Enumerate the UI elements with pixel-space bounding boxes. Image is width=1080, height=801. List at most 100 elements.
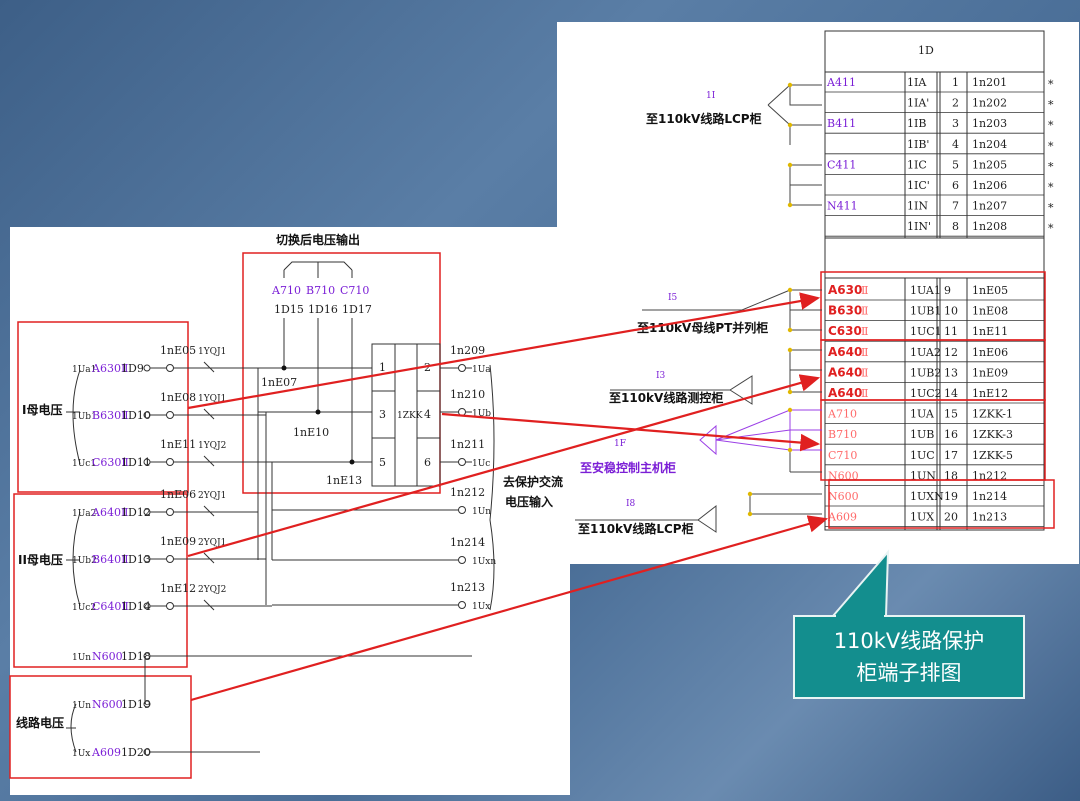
node-marker (458, 601, 466, 609)
switch-pin: 3 (379, 408, 386, 421)
cable-tag: 1I (706, 91, 716, 101)
table-name: 1UA1 (910, 284, 941, 297)
table-term: 1n202 (972, 97, 1007, 110)
table-mark: * (1048, 78, 1054, 91)
table-num: 16 (944, 428, 958, 441)
bus-terminal: 1D12 (121, 506, 151, 519)
table-term: 1n212 (972, 469, 1007, 482)
table-name: 1UB2 (910, 366, 941, 379)
table-name: 1IN' (907, 220, 931, 233)
node-marker (166, 364, 174, 372)
table-term: 1nE09 (972, 366, 1008, 379)
bus-relay: 2YQJ2 (198, 585, 226, 595)
table-name: 1UXN (910, 490, 944, 503)
table-num: 13 (944, 366, 958, 379)
table-term: 1n201 (972, 76, 1007, 89)
table-num: 10 (944, 305, 958, 318)
out-node: 1n214 (450, 536, 485, 549)
table-wire: A640 (828, 345, 862, 359)
table-wire-suffix: Ⅱ (861, 366, 868, 379)
out-label: 1Uc (472, 459, 490, 469)
svg-text:C710: C710 (340, 284, 369, 297)
table-name: 1IN (907, 200, 928, 213)
table-name: 1UN (910, 469, 936, 482)
bus-phase: 1Ub1 (72, 412, 97, 422)
table-mark: * (1048, 119, 1054, 132)
terminal-block-header: 1D (918, 44, 934, 57)
svg-text:A710: A710 (271, 284, 301, 297)
cable-label: 至110kV线路LCP柜 (578, 521, 694, 536)
bus-wire: B640Ⅱ (92, 553, 129, 566)
table-num: 6 (952, 179, 959, 192)
table-name: 1UB1 (910, 305, 941, 318)
table-wire: B630 (828, 304, 862, 318)
table-term: 1nE06 (972, 346, 1008, 359)
table-mark: * (1048, 202, 1054, 215)
terminal-circle (143, 364, 151, 372)
table-term: 1n214 (972, 490, 1007, 503)
connection-arrows (187, 292, 829, 702)
bus-terminal: 1D19 (121, 698, 151, 711)
node-marker (166, 458, 174, 466)
switch-node: 1nE07 (261, 376, 297, 389)
table-term: 1ZKK-3 (972, 428, 1013, 441)
cable-label: 至110kV线路测控柜 (609, 390, 723, 405)
table-name: 1UC2 (910, 387, 942, 400)
bus-phase: 1Ua2 (72, 509, 96, 519)
table-num: 2 (952, 97, 959, 110)
table-wire: C710 (828, 449, 857, 462)
switch-wiring (258, 261, 495, 611)
bus-relay: 1YQJ2 (198, 441, 226, 451)
terminal-circle (143, 700, 151, 708)
switch-output-title: 切换后电压输出 (276, 232, 360, 247)
bus-relay: 2YQJ1 (198, 538, 226, 548)
svg-text:1D16: 1D16 (308, 303, 338, 316)
bus-relay: 2YQJ1 (198, 491, 226, 501)
table-term: 1n207 (972, 200, 1007, 213)
relay-contact (203, 599, 215, 611)
callout-line2: 柜端子排图 (856, 661, 962, 685)
table-num: 15 (944, 408, 958, 421)
table-name: 1IC (907, 158, 927, 171)
output-label: 电压输入 (505, 494, 553, 509)
bus-node: 1nE05 (160, 344, 196, 357)
bus-phase: 1Ub2 (72, 556, 97, 566)
bus-wire: A640Ⅱ (91, 506, 128, 519)
node-marker (166, 602, 174, 610)
node-marker (458, 556, 466, 564)
table-name: 1UX (910, 511, 934, 524)
switch-output-labels: A710 B710 C710 1D15 1D16 1D17 (271, 284, 372, 316)
out-label: 1Ub (472, 409, 491, 419)
cable-tag: I3 (656, 371, 666, 381)
switch-pin: 1 (379, 361, 386, 374)
relay-contact (203, 505, 215, 517)
table-term: 1n203 (972, 117, 1007, 130)
bus-wire: A609 (91, 746, 121, 759)
switch-pin: 2 (424, 361, 431, 374)
relay-contact (203, 408, 215, 420)
cable-label: 至安稳控制主机柜 (580, 460, 676, 475)
table-term: 1nE05 (972, 284, 1008, 297)
node-marker (166, 411, 174, 419)
cable-label: 至110kV线路LCP柜 (646, 111, 762, 126)
out-label: 1Ux (472, 602, 490, 612)
table-wire: N411 (827, 200, 858, 213)
table-wire: A411 (826, 76, 856, 89)
switch-node: 1nE10 (293, 426, 329, 439)
node-marker (166, 508, 174, 516)
cable-label: 至110kV母线PT并列柜 (637, 320, 768, 335)
out-node: 1n213 (450, 581, 485, 594)
callout-line1: 110kV线路保护 (833, 629, 985, 653)
table-name: 1IC' (907, 179, 930, 192)
switch-pin: 4 (424, 408, 431, 421)
table-wire-suffix: Ⅱ (861, 387, 868, 400)
bus-relay: 1YQJ1 (198, 394, 226, 404)
svg-text:1D17: 1D17 (342, 303, 372, 316)
bus-wire: C630Ⅱ (92, 456, 129, 469)
bus-phase: 1Un (72, 653, 91, 663)
switch-name: 1ZKK (397, 411, 423, 421)
node-marker (458, 364, 466, 372)
table-term: 1n205 (972, 158, 1007, 171)
table-wire: B710 (828, 428, 857, 441)
